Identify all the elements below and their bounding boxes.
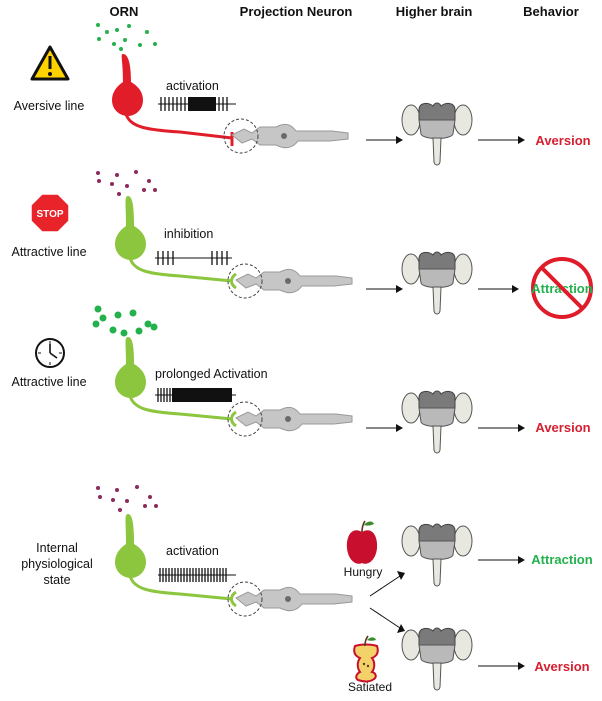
higher-brain-icon-hungry xyxy=(401,523,473,587)
spike-train xyxy=(155,251,232,265)
row-label: Aversive line xyxy=(14,99,85,113)
higher-brain-icon xyxy=(401,251,473,315)
row-label-line-1: Internal xyxy=(36,541,78,555)
row-label-line-3: state xyxy=(43,573,70,587)
header-orn: ORN xyxy=(110,4,139,19)
state-label-satiated: Satiated xyxy=(348,680,392,694)
synapse-circle xyxy=(227,401,263,437)
row-label: Attractive line xyxy=(11,245,86,259)
warning-icon xyxy=(30,45,70,81)
header-higher-brain: Higher brain xyxy=(396,4,473,19)
row-attractive-prolonged: Attractive line prolonged Activation xyxy=(11,305,591,454)
spike-label: prolonged Activation xyxy=(155,367,268,381)
higher-brain-icon xyxy=(401,102,473,166)
odor-dots xyxy=(96,170,157,196)
state-label-hungry: Hungry xyxy=(344,565,383,579)
behavior-label: Aversion xyxy=(535,420,590,435)
row-internal-state: Internal physiological state activation xyxy=(21,485,593,694)
row-label: Attractive line xyxy=(11,375,86,389)
spike-label: inhibition xyxy=(164,227,213,241)
behavior-label: Aversion xyxy=(535,133,590,148)
synapse-circle xyxy=(223,118,259,154)
clock-icon xyxy=(35,338,65,368)
apple-icon xyxy=(346,520,378,564)
orn-neuron xyxy=(115,196,237,290)
stop-sign-icon: STOP xyxy=(30,193,70,233)
header-behavior: Behavior xyxy=(523,4,579,19)
orn-neuron xyxy=(112,54,234,146)
header-projection-neuron: Projection Neuron xyxy=(240,4,353,19)
behavior-label-hungry: Attraction xyxy=(531,552,592,567)
orn-neuron xyxy=(115,337,237,428)
spike-label: activation xyxy=(166,79,219,93)
row-attractive-inhibition: STOP Attractive line inhibition xyxy=(11,170,593,319)
spike-label: activation xyxy=(166,544,219,558)
spike-train xyxy=(158,568,236,582)
synapse-circle xyxy=(227,263,263,299)
spike-train xyxy=(158,97,236,111)
row-label-line-2: physiological xyxy=(21,557,93,571)
higher-brain-icon xyxy=(401,390,473,454)
no-attraction-symbol: Attraction xyxy=(531,257,593,319)
apple-core-icon xyxy=(353,635,379,683)
odor-dots xyxy=(96,485,158,512)
behavior-label-satiated: Aversion xyxy=(534,659,589,674)
synapse-circle xyxy=(227,581,263,617)
spike-train xyxy=(155,388,236,402)
stop-sign-text: STOP xyxy=(36,209,63,220)
odor-dots xyxy=(96,23,157,51)
odor-dots xyxy=(92,305,158,337)
orn-neuron xyxy=(115,514,237,608)
row-aversive: Aversive line activation xyxy=(14,23,591,166)
higher-brain-icon-satiated xyxy=(401,627,473,691)
